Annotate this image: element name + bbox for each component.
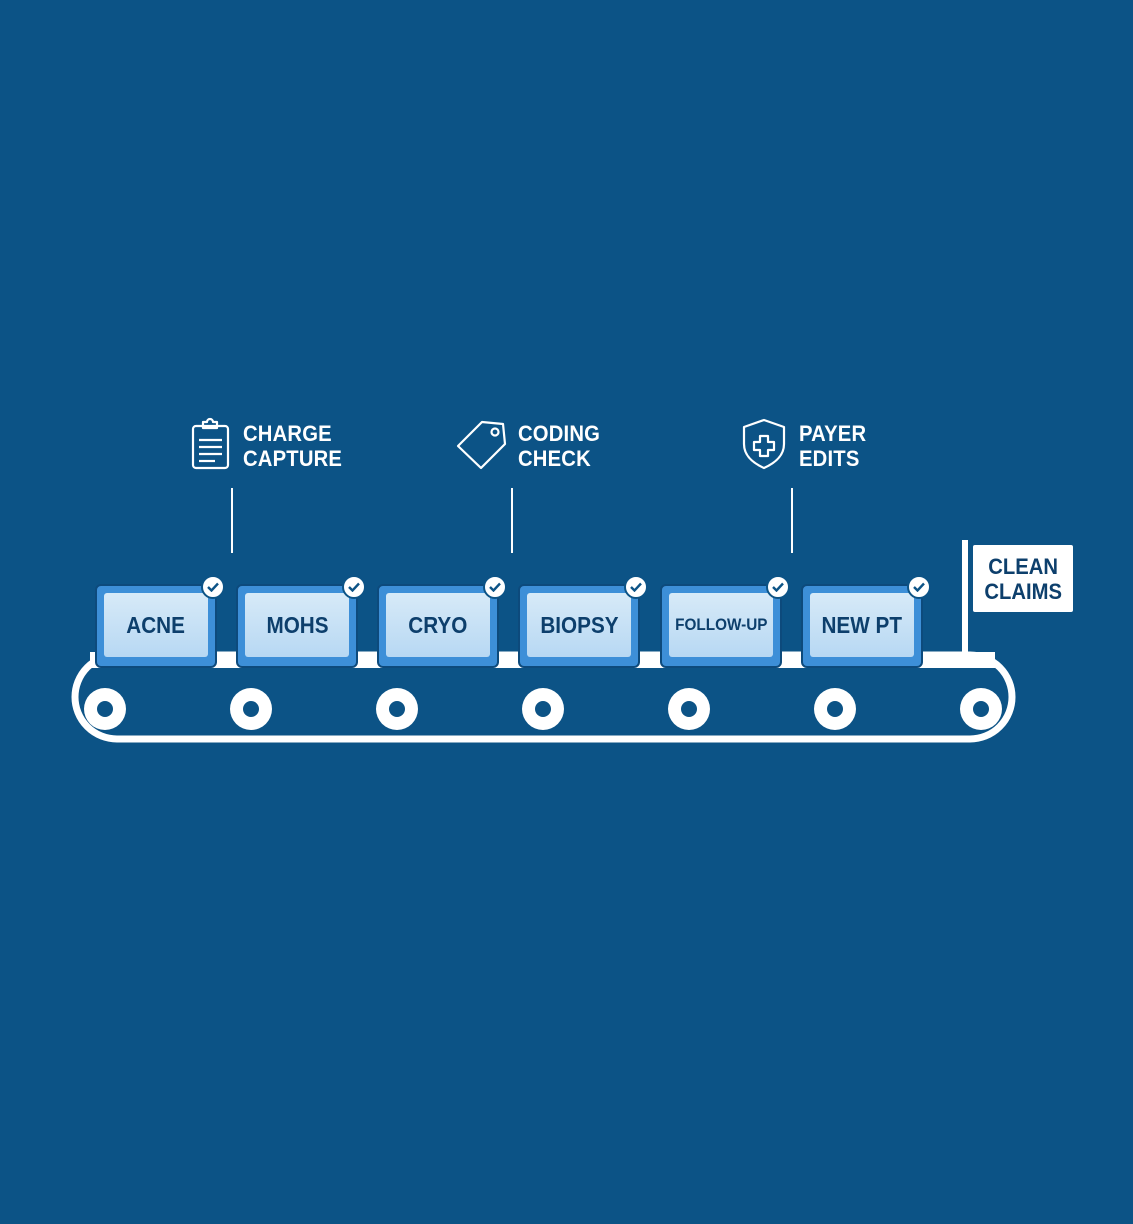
- stage-label-coding-check: CODING CHECK: [518, 421, 600, 471]
- flag-line: CLAIMS: [984, 578, 1062, 604]
- stage-label-line: PAYER: [799, 421, 867, 446]
- check-icon: [624, 575, 648, 599]
- conveyor-rollers: [84, 688, 1002, 730]
- claim-label: BIOPSY: [539, 611, 619, 638]
- stage-label-line: EDITS: [799, 446, 860, 471]
- stage-label-line: CHARGE: [243, 421, 332, 446]
- stage-label-line: CODING: [518, 421, 601, 446]
- flag-line: CLEAN: [988, 553, 1058, 579]
- claim-label: CRYO: [408, 611, 468, 638]
- claim-box-acne: ACNE: [95, 575, 225, 668]
- claim-box-cryo: CRYO: [377, 575, 507, 668]
- roller-icon: [376, 688, 418, 730]
- roller-icon: [522, 688, 564, 730]
- roller-icon: [960, 688, 1002, 730]
- claim-label: FOLLOW-UP: [674, 615, 768, 634]
- stage-label-payer-edits: PAYER EDITS: [799, 421, 866, 471]
- roller-icon: [84, 688, 126, 730]
- claim-label: MOHS: [265, 611, 329, 638]
- claim-box-new-pt: NEW PT: [801, 575, 931, 668]
- stage-label-line: CAPTURE: [243, 446, 343, 471]
- check-icon: [766, 575, 790, 599]
- shield-cross-icon: [742, 418, 786, 470]
- tag-icon: [456, 420, 507, 470]
- claim-box-mohs: MOHS: [236, 575, 366, 668]
- roller-icon: [668, 688, 710, 730]
- clipboard-icon: [191, 417, 230, 470]
- check-icon: [907, 575, 931, 599]
- claim-box-biopsy: BIOPSY: [518, 575, 648, 668]
- claim-box-follow-up: FOLLOW-UP: [660, 575, 790, 668]
- stage-label-charge-capture: CHARGE CAPTURE: [243, 421, 342, 471]
- check-icon: [342, 575, 366, 599]
- claim-label: NEW PT: [821, 611, 903, 638]
- claim-label: ACNE: [126, 611, 186, 638]
- check-icon: [201, 575, 225, 599]
- stage-label-line: CHECK: [518, 446, 591, 471]
- roller-icon: [814, 688, 856, 730]
- check-icon: [483, 575, 507, 599]
- roller-icon: [230, 688, 272, 730]
- flag-pole: [946, 540, 984, 666]
